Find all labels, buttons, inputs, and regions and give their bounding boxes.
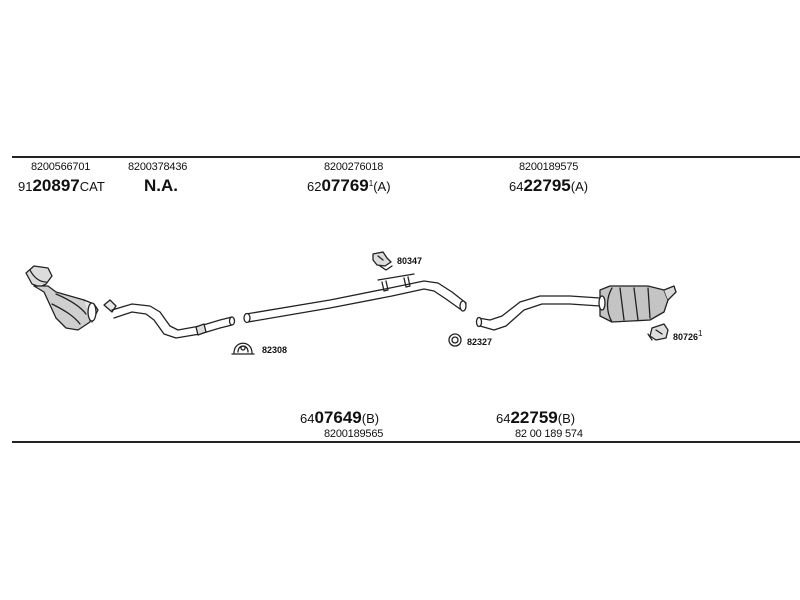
top-divider [12, 156, 800, 158]
part-number-rear-alt: 6422759(B) [496, 409, 575, 426]
part-number-middle-alt: 6407649(B) [300, 409, 379, 426]
part-number-rear-silencer: 6422795(A) [509, 177, 588, 194]
mount-label-2: 807261 [673, 330, 702, 342]
part-main: 22759 [510, 408, 558, 427]
part-suffix: (A) [373, 179, 391, 194]
oe-number-middle-alt: 8200189565 [324, 428, 384, 440]
oe-number-rear-alt: 82 00 189 574 [515, 428, 583, 440]
oe-number-middle-pipe: 8200276018 [324, 161, 384, 173]
mount-label-1: 80347 [397, 256, 423, 266]
oe-number-rear-silencer: 8200189575 [519, 161, 579, 173]
clamp-icon [231, 342, 255, 355]
fitting-number: 80726 [673, 332, 699, 342]
part-suffix: (A) [570, 179, 589, 194]
part-sup: 1 [368, 179, 374, 188]
part-number-middle-pipe: 62077691(A) [307, 177, 391, 194]
gasket-icon [448, 333, 462, 347]
oe-number-front-pipe: 8200378436 [128, 161, 188, 173]
part-prefix: 64 [300, 411, 315, 426]
part-main: 22795 [523, 176, 571, 195]
rubber-mount-icon [372, 251, 393, 271]
part-not-available: N.A. [144, 176, 178, 195]
part-number-catalyst: 9120897CAT [18, 177, 105, 194]
clamp-label-1: 82308 [262, 345, 288, 355]
part-prefix: 91 [18, 179, 33, 194]
gasket-label: 82327 [467, 337, 493, 347]
part-prefix: 62 [307, 179, 322, 194]
front-pipe [103, 299, 236, 339]
bottom-divider [12, 441, 800, 443]
part-main: 20897 [32, 176, 80, 195]
part-suffix: CAT [79, 179, 105, 194]
fitting-sup: 1 [698, 329, 703, 338]
part-suffix: (B) [557, 411, 576, 426]
catalytic-converter [25, 265, 99, 331]
part-suffix: (B) [361, 411, 380, 426]
part-main: 07769 [321, 176, 369, 195]
middle-pipe [243, 273, 467, 324]
rear-silencer [475, 285, 677, 331]
oe-number-catalyst: 8200566701 [31, 161, 91, 173]
part-prefix: 64 [496, 411, 511, 426]
rubber-mount-icon-2 [647, 323, 669, 341]
part-main: 07649 [314, 408, 362, 427]
part-prefix: 64 [509, 179, 524, 194]
